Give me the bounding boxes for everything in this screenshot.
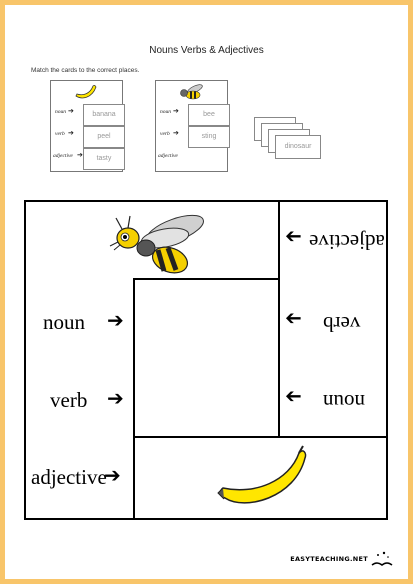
board-frame	[24, 200, 388, 520]
divider-line	[278, 278, 280, 437]
word-card-dinosaur[interactable]: dinosaur	[275, 135, 321, 159]
logo-text: EASYTEACHING.NET	[290, 555, 368, 563]
arrow-right-icon: ➔	[107, 386, 124, 410]
arrow-right-icon: ➔	[173, 129, 179, 137]
divider-line	[133, 436, 387, 438]
word-card-tasty[interactable]: tasty	[83, 148, 125, 170]
board-label-noun: noun	[43, 310, 85, 334]
bee-icon	[180, 84, 203, 100]
site-logo: EASYTEACHING.NET	[290, 555, 368, 563]
word-card-banana[interactable]: banana	[83, 104, 125, 126]
open-book-icon	[371, 551, 393, 566]
arrow-left-icon: ➔	[285, 225, 302, 249]
example-label-noun: noun	[160, 109, 171, 115]
instruction-text: Match the cards to the correct places.	[31, 67, 140, 74]
word-card-bee[interactable]: bee	[188, 104, 230, 126]
board-label-adjective-flipped: adjective	[309, 230, 385, 254]
banana-icon	[217, 445, 307, 504]
arrow-right-icon: ➔	[104, 463, 121, 487]
divider-line	[133, 278, 280, 280]
bee-icon	[109, 214, 204, 274]
divider-line	[133, 278, 135, 519]
board-label-verb-flipped: verb	[323, 312, 361, 336]
word-card-peel[interactable]: peel	[83, 126, 125, 148]
worksheet-page: Nouns Verbs & Adjectives Match the cards…	[5, 5, 408, 579]
divider-line	[278, 201, 280, 280]
page-title: Nouns Verbs & Adjectives	[149, 45, 264, 56]
banana-icon	[75, 84, 97, 99]
arrow-right-icon: ➔	[68, 129, 74, 137]
arrow-right-icon: ➔	[107, 308, 124, 332]
example-label-noun: noun	[55, 109, 66, 115]
arrow-left-icon: ➔	[285, 307, 302, 331]
board-label-noun-flipped: noun	[323, 390, 365, 414]
arrow-right-icon: ➔	[173, 107, 179, 115]
board-label-verb: verb	[50, 388, 88, 412]
example-label-verb: verb	[160, 131, 170, 137]
example-label-adjective: adjective	[53, 153, 73, 159]
arrow-right-icon: ➔	[77, 151, 83, 159]
arrow-right-icon: ➔	[68, 107, 74, 115]
word-card-sting[interactable]: sting	[188, 126, 230, 148]
example-label-adjective: adjective	[158, 153, 178, 159]
board-label-adjective: adjective	[31, 465, 107, 489]
arrow-left-icon: ➔	[285, 385, 302, 409]
example-label-verb: verb	[55, 131, 65, 137]
